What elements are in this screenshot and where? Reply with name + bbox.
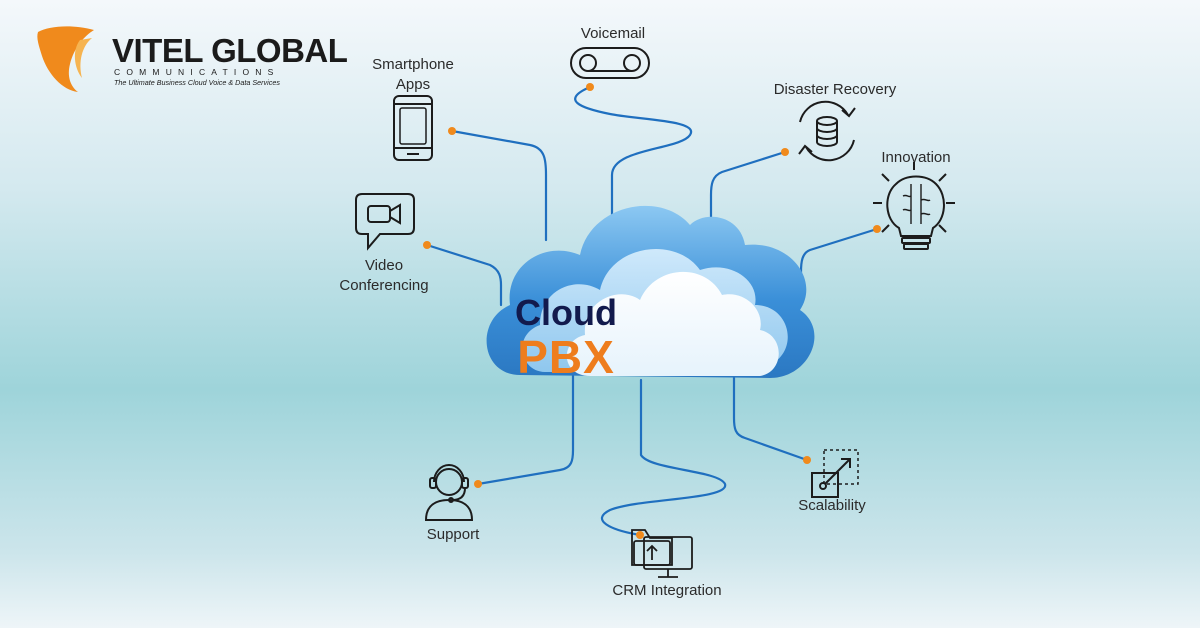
video-chat-icon	[355, 193, 415, 251]
headset-agent-icon	[424, 464, 474, 521]
dot-video	[423, 241, 431, 249]
brand-tagline: The Ultimate Business Cloud Voice & Data…	[114, 78, 280, 87]
smartphone-label-line1: Smartphone	[372, 56, 454, 73]
video-label-line1: Video	[364, 257, 404, 274]
wire-video	[425, 243, 503, 307]
smartphone-icon	[393, 95, 433, 161]
dot-innovation	[873, 225, 881, 233]
smartphone-apps-label: Smartphone Apps	[357, 55, 469, 95]
dot-crm	[636, 531, 644, 539]
crm-monitors-icon	[631, 529, 693, 578]
crm-integration-label: CRM Integration	[612, 582, 722, 599]
dot-scalability	[803, 456, 811, 464]
disaster-recovery-icon	[798, 100, 856, 162]
wire-voicemail	[574, 85, 693, 217]
support-label: Support	[426, 526, 480, 543]
disaster-recovery-label: Disaster Recovery	[773, 81, 897, 98]
cloud-subtitle: PBX	[517, 331, 615, 383]
video-conferencing-label: Video Conferencing	[320, 256, 448, 296]
wire-crm	[601, 378, 727, 537]
scalability-label: Scalability	[798, 497, 866, 514]
innovation-label: Innovation	[881, 149, 951, 166]
scale-arrow-icon	[811, 449, 859, 498]
wire-smartphone	[450, 129, 548, 242]
wire-scalability	[732, 373, 809, 462]
voicemail-icon	[570, 47, 650, 79]
video-label-line2: Conferencing	[339, 277, 429, 294]
dot-support	[474, 480, 482, 488]
smartphone-label-line2: Apps	[395, 76, 431, 93]
brand-logo[interactable]: VITEL GLOBAL COMMUNICATIONS The Ultimate…	[34, 24, 348, 94]
brand-sub: COMMUNICATIONS	[114, 67, 280, 77]
dot-voicemail	[586, 83, 594, 91]
dot-disaster	[781, 148, 789, 156]
logo-mark-icon	[37, 26, 94, 92]
cloud-shape	[486, 205, 815, 378]
brand-name: VITEL GLOBAL	[112, 32, 348, 69]
dot-smartphone	[448, 127, 456, 135]
wire-disaster	[709, 150, 787, 232]
lightbulb-brain-icon	[873, 162, 955, 250]
wire-support	[476, 373, 575, 486]
cloud-title: Cloud	[515, 292, 617, 333]
voicemail-label: Voicemail	[580, 25, 646, 42]
